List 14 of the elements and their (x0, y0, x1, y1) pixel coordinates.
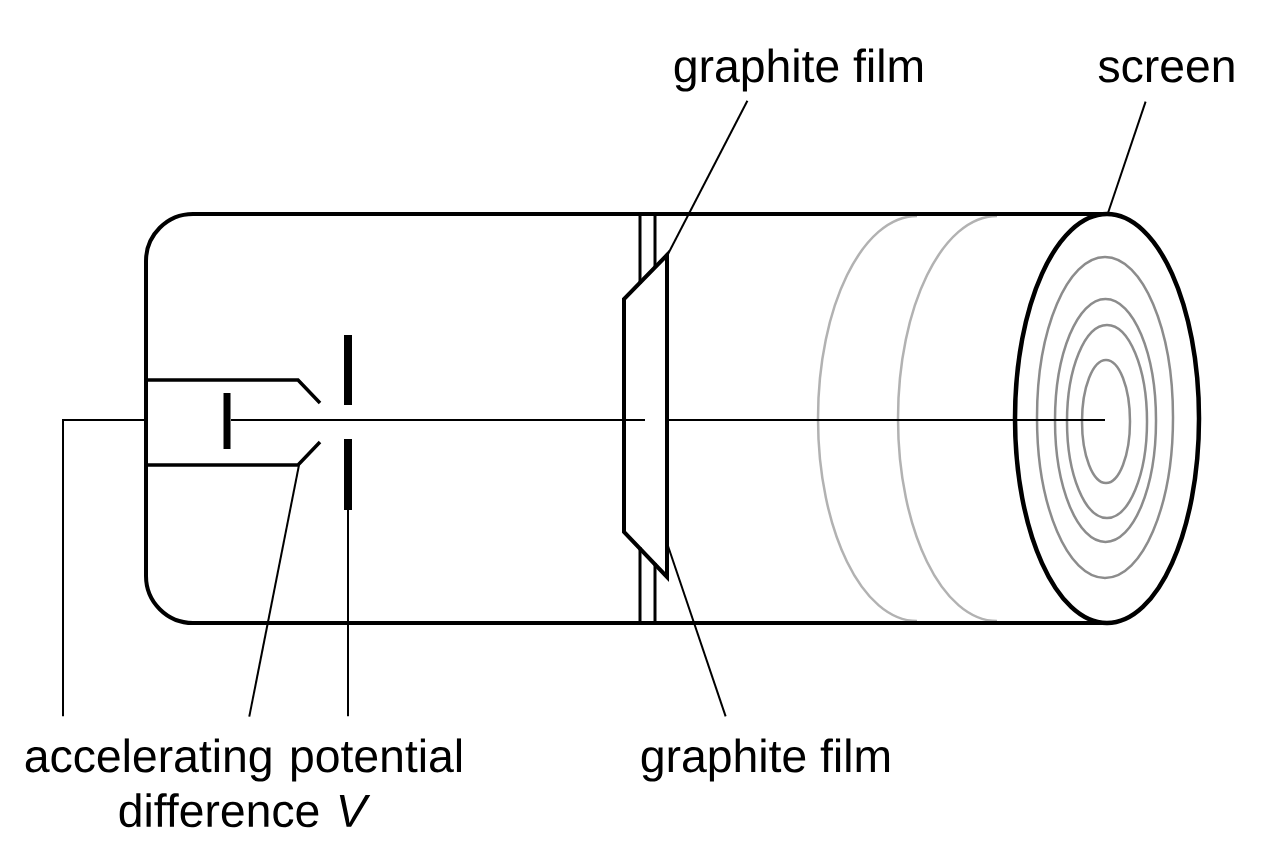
part-label: graphite film (674, 48, 923, 92)
screen-ellipse (1012, 211, 1202, 626)
leader-line (248, 464, 300, 718)
part-label: accelerating potential difference V (25, 738, 461, 828)
part-label: graphite film (641, 738, 890, 782)
electrode-cylinder (146, 378, 322, 467)
part-label: screen (1098, 57, 1234, 83)
leader-line (1107, 100, 1147, 214)
leader-line (666, 99, 749, 257)
leader-line (347, 509, 349, 718)
beam-line (666, 419, 1106, 421)
leader-line (667, 545, 727, 718)
leader-line (62, 419, 145, 718)
beam-line (230, 419, 646, 421)
